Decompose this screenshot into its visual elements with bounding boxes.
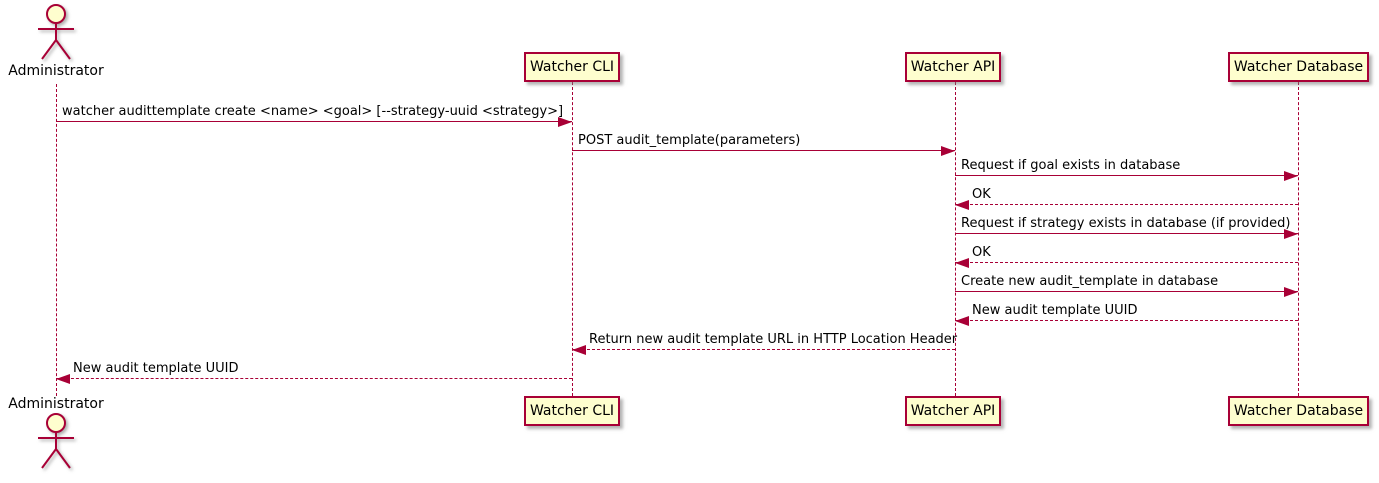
message-10: New audit template UUID [56,361,572,385]
arrowhead-left-icon [56,374,70,384]
message-2: POST audit_template(parameters) [572,133,955,157]
message-3: Request if goal exists in database [955,158,1298,182]
message-1-label: watcher audittemplate create <name> <goa… [62,104,564,119]
message-4-label: OK [972,187,991,202]
actor-icon [38,4,74,60]
arrowhead-left-icon [572,345,586,355]
lifeline-administrator [56,84,57,396]
arrowhead-right-icon [1284,287,1298,297]
arrowhead-right-icon [1284,229,1298,239]
message-3-line [955,175,1298,176]
message-3-label: Request if goal exists in database [961,158,1181,173]
message-10-label: New audit template UUID [73,361,239,376]
message-6-line [955,262,1298,263]
message-10-line [56,378,572,379]
message-7: Create new audit_template in database [955,274,1298,298]
arrowhead-left-icon [955,258,969,268]
message-8-line [955,320,1298,321]
arrowhead-left-icon [955,200,969,210]
arrowhead-left-icon [955,316,969,326]
message-7-line [955,291,1298,292]
actor-label: Administrator [8,63,104,79]
participant-box-watcher-database-top: Watcher Database [1228,52,1369,82]
message-1-line [56,121,572,122]
lifeline-watcher-cli [572,82,573,396]
participant-box-watcher-api-bottom: Watcher API [905,396,1001,426]
participant-box-watcher-cli-bottom: Watcher CLI [524,396,620,426]
participant-box-watcher-database-bottom: Watcher Database [1228,396,1369,426]
message-2-line [572,150,955,151]
message-5-line [955,233,1298,234]
arrowhead-right-icon [1284,171,1298,181]
message-4: OK [955,187,1298,211]
message-8-label: New audit template UUID [972,303,1138,318]
actor-icon [38,413,74,469]
message-4-line [955,204,1298,205]
participant-box-watcher-cli-top: Watcher CLI [524,52,620,82]
message-5: Request if strategy exists in database (… [955,216,1298,240]
message-6: OK [955,245,1298,269]
message-6-label: OK [972,245,991,260]
message-9-line [572,349,955,350]
message-8: New audit template UUID [955,303,1298,327]
actor-label: Administrator [8,396,104,412]
lifeline-watcher-database [1298,82,1299,396]
lifeline-watcher-api [955,82,956,396]
message-2-label: POST audit_template(parameters) [578,133,801,148]
message-5-label: Request if strategy exists in database (… [961,216,1291,231]
arrowhead-right-icon [558,117,572,127]
participant-box-watcher-api-top: Watcher API [905,52,1001,82]
arrowhead-right-icon [941,146,955,156]
message-7-label: Create new audit_template in database [961,274,1219,289]
message-1: watcher audittemplate create <name> <goa… [56,104,572,128]
message-9-label: Return new audit template URL in HTTP Lo… [589,332,958,347]
message-9: Return new audit template URL in HTTP Lo… [572,332,958,356]
